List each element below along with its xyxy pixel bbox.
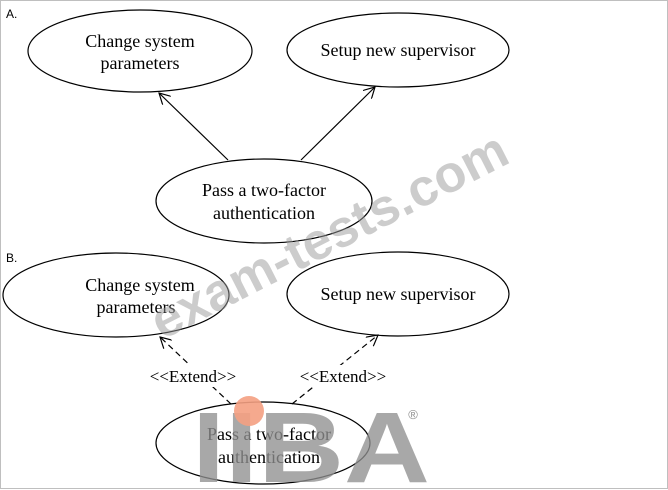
option-b-label: B. bbox=[6, 251, 18, 265]
use-case-two-factor-b-line2: authentication bbox=[218, 447, 320, 467]
use-case-two-factor-a-line2: authentication bbox=[213, 203, 315, 223]
watermark-logo-dot bbox=[234, 396, 264, 426]
use-case-change-system-b-line1: Change system bbox=[85, 275, 195, 295]
stereotype-extend-right: <<Extend>> bbox=[300, 367, 387, 386]
stereotype-extend-left: <<Extend>> bbox=[150, 367, 237, 386]
use-case-two-factor-a-line1: Pass a two-factor bbox=[202, 180, 326, 200]
watermark-registered-mark: ® bbox=[408, 407, 418, 422]
arrow-a-to-setup-supervisor bbox=[300, 87, 375, 161]
dashed-arrow-b-to-change-system bbox=[160, 337, 232, 405]
use-case-setup-supervisor-b bbox=[286, 251, 510, 337]
use-case-two-factor-b-line1: Pass a two-factor bbox=[207, 424, 331, 444]
iiba-logo-watermark: IIBA ® bbox=[192, 392, 430, 490]
use-case-change-system-a-line2: parameters bbox=[101, 53, 180, 73]
use-case-change-system-a-line1: Change system bbox=[85, 31, 195, 51]
watermark-logo-text: IIBA bbox=[192, 392, 430, 490]
use-case-change-system-b-line2: parameters bbox=[97, 297, 176, 317]
stereotype-left-bg bbox=[137, 365, 251, 387]
option-b-diagram: Change system parameters Setup new super… bbox=[2, 251, 510, 485]
arrow-a-to-change-system bbox=[159, 93, 229, 161]
use-case-change-system-a bbox=[27, 9, 253, 93]
use-case-two-factor-b bbox=[155, 401, 371, 485]
use-case-change-system-b bbox=[2, 252, 230, 338]
option-a-label: A. bbox=[6, 7, 18, 21]
option-a-diagram: Change system parameters Setup new super… bbox=[27, 9, 510, 244]
use-case-setup-supervisor-b-text: Setup new supervisor bbox=[321, 284, 476, 304]
stereotype-right-bg bbox=[287, 365, 401, 387]
use-case-setup-supervisor-a bbox=[286, 12, 510, 88]
use-case-two-factor-a bbox=[155, 158, 373, 244]
use-case-setup-supervisor-a-text: Setup new supervisor bbox=[321, 40, 476, 60]
